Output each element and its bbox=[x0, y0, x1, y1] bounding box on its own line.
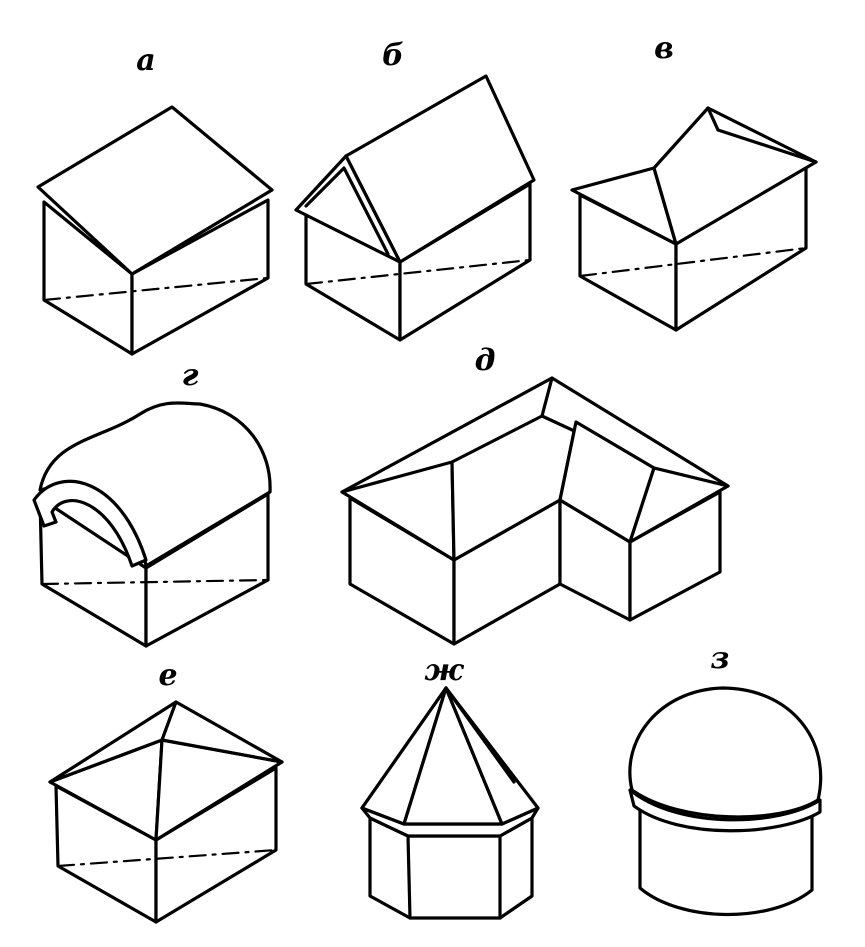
fig-a-hidden-edge bbox=[42, 276, 270, 302]
fig-z-dome bbox=[628, 686, 823, 819]
fig-e-roof-back-right bbox=[160, 700, 284, 764]
label-zh: ж bbox=[424, 653, 464, 688]
fig-z-dome-band bbox=[628, 788, 822, 833]
fig-g-hidden-edge bbox=[40, 578, 270, 586]
fig-b-gable-triangle bbox=[294, 154, 402, 264]
fig-b-hidden-edge bbox=[304, 258, 532, 286]
figure-b-gable-roof: б bbox=[294, 38, 536, 342]
fig-d-back-eave bbox=[340, 376, 554, 494]
fig-a-roof-slope bbox=[36, 105, 274, 276]
figure-v-hip-roof: в bbox=[570, 31, 818, 332]
label-z: з bbox=[710, 641, 729, 676]
fig-e-hidden-edge bbox=[56, 848, 278, 868]
figure-a-gable-roof: а bbox=[36, 43, 274, 356]
label-v: в bbox=[654, 31, 674, 66]
figure-d-l-shaped-roof: д bbox=[340, 343, 730, 646]
fig-v-ridge-tip bbox=[706, 106, 720, 132]
label-b: б bbox=[382, 38, 404, 73]
fig-d-hidden-edge-1 bbox=[348, 582, 456, 646]
figure-zh-spire-roof: ж bbox=[360, 653, 540, 920]
label-g: г bbox=[182, 358, 199, 393]
figure-e-hipped-roof: е bbox=[48, 658, 284, 924]
fig-b-gable-trim bbox=[304, 166, 390, 256]
fig-v-hidden-edge bbox=[578, 246, 808, 278]
fig-d-hip-end-right bbox=[628, 466, 730, 544]
figure-g-vault-roof: г bbox=[32, 358, 272, 648]
fig-d-hidden-edge-2 bbox=[628, 570, 722, 622]
label-e: е bbox=[158, 658, 177, 693]
fig-zh-roof-ridge-back bbox=[444, 686, 516, 784]
fig-z-cylinder-wall bbox=[638, 806, 814, 917]
fig-g-vault-arch-trim bbox=[32, 479, 148, 568]
label-a: а bbox=[136, 43, 155, 78]
fig-zh-wall-edge-1 bbox=[406, 834, 412, 920]
label-d: д bbox=[475, 343, 496, 378]
fig-v-back-hip bbox=[716, 128, 818, 164]
figure-z-dome-roof: з bbox=[628, 641, 823, 917]
